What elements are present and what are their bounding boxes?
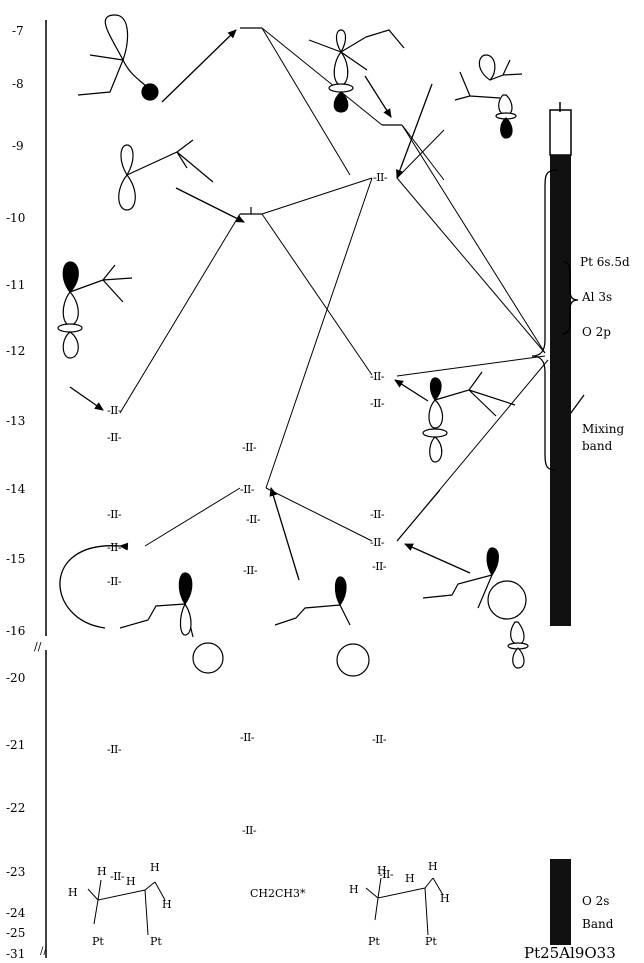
tick-label: -12 [6,344,25,358]
tick-label: -8 [12,77,24,91]
tick-label: -15 [6,552,25,566]
atom-label: H [68,886,78,899]
tick-label: -24 [6,906,26,920]
axis-break-mark: // [34,640,42,653]
level-mark: -II- [107,743,122,756]
metal-label: Pt [150,935,162,948]
level-mark: -II- [373,171,388,184]
level-mark: -II- [110,870,125,883]
ethyl-label: CH2CH3* [250,887,306,900]
tick-label: -13 [6,414,25,428]
level-mark: -II- [242,824,257,837]
atom-label: H [428,860,438,873]
level-mark: -II- [372,560,387,573]
surface-label: Pt25Al9O33 [524,944,616,962]
level-mark: -II- [379,868,394,881]
atom-label: H [126,875,136,888]
level-mark: -II- [370,397,385,410]
tick-label: -25 [6,926,25,940]
orbital-icon [422,371,516,463]
atom-label: H [405,872,415,885]
band-label-o2p: O 2p [582,325,611,339]
atom-label: H [440,892,450,905]
axis-break-mark-bottom: // [40,946,47,957]
atom-label: H [97,865,107,878]
tick-label: -22 [6,801,25,815]
filled-band [550,155,571,626]
level-mark: -II- [107,431,122,444]
band-label-al: Al 3s [581,290,612,304]
atom-label: H [349,883,359,896]
tick-label: -11 [6,278,25,292]
tick-label: -31 [6,947,25,961]
level-mark: -II- [243,564,258,577]
interaction-arrows [59,29,585,629]
molecule-right: H H H H H Pt Pt [349,860,450,948]
atom-label: H [377,864,387,877]
tick-label: -14 [6,482,26,496]
level-mark: -II- [372,733,387,746]
metal-label: Pt [425,935,437,948]
orbital-icon [118,139,214,211]
orbital-icon [77,14,159,101]
singly-occupied-level [240,207,262,215]
orbital-icon [274,576,370,677]
atom-label: H [162,898,172,911]
level-mark: -II- [370,508,385,521]
level-mark: -II- [107,404,122,417]
orbital-icon [57,261,133,359]
tick-label: -23 [6,865,25,879]
level-mark: -II- [242,441,257,454]
level-mark: -II- [107,575,122,588]
level-mark: -II- [107,541,122,554]
tick-labels: -7 -8 -9 -10 -11 -12 -13 -14 -15 -16 -20… [6,24,26,961]
level-mark: -II- [240,483,255,496]
tick-label: -7 [12,24,24,38]
correlation-lines [119,27,549,547]
molecule-left: H H H H H Pt Pt [68,861,172,948]
level-mark: -II- [370,536,385,549]
level-mark: -II- [240,731,255,744]
orbital-icon [308,29,405,113]
metal-label: Pt [368,935,380,948]
empty-band-segment [549,109,572,156]
tick-label: -21 [6,738,25,752]
band-brace [531,169,579,471]
band-column [549,102,572,945]
orbital-icon [119,572,224,674]
tick-label: -10 [6,211,25,225]
atom-label: H [150,861,160,874]
o2s-band [550,859,571,945]
metal-label: Pt [92,935,104,948]
tick-label: -16 [6,624,25,638]
tick-label: -9 [12,139,24,153]
level-mark: -II- [107,508,122,521]
tick-label: -20 [6,671,25,685]
energy-levels: -II- -II- -II- -II- -II- -II- -II- -II- … [107,27,402,883]
band-label-pt: Pt 6s.5d [580,255,630,269]
level-mark: -II- [246,513,261,526]
orbital-icon [422,547,529,669]
orbital-icon [454,54,523,139]
level-mark: -II- [370,370,385,383]
energy-axis: // // [34,20,47,958]
